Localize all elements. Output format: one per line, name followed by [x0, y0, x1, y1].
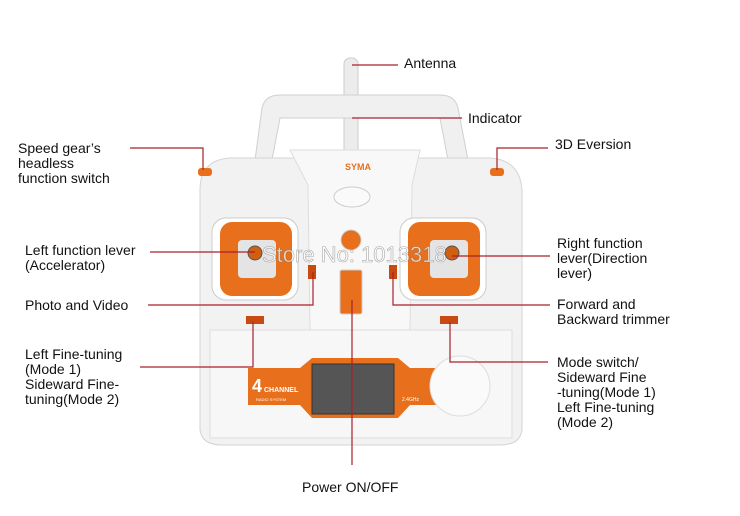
lcd-screen — [311, 363, 395, 415]
right-fine-tune — [440, 316, 458, 324]
label-indicator: Indicator — [468, 110, 522, 126]
watermark: Store No: 1013318 — [262, 242, 447, 267]
left-fine-tune — [246, 316, 264, 324]
label-power: Power ON/OFF — [302, 479, 399, 495]
frequency-text: 2.4GHz — [402, 397, 419, 403]
leader-3d-eversion — [496, 147, 548, 170]
indicator-light — [333, 186, 371, 208]
mode-switch-dial — [429, 355, 491, 417]
leader-photo-video — [148, 272, 314, 306]
channel-number: 4 — [252, 376, 262, 396]
label-speed-gear: Speed gear’s headless function switch — [18, 140, 110, 186]
label-photo-video: Photo and Video — [25, 297, 129, 313]
right-function-lever — [444, 245, 460, 261]
leader-trimmer — [392, 272, 550, 306]
speed-gear-switch — [198, 168, 212, 176]
left-function-lever — [247, 245, 263, 261]
label-left-lever: Left function lever (Accelerator) — [25, 242, 136, 273]
leader-left-fine — [140, 322, 254, 368]
photo-video-button — [308, 265, 316, 279]
power-switch — [339, 269, 363, 315]
label-left-fine: Left Fine-tuning (Mode 1) Sideward Fine-… — [25, 346, 123, 407]
leader-lines — [130, 64, 550, 465]
center-button — [340, 229, 362, 251]
label-mode-switch: Mode switch/ Sideward Fine -tuning(Mode … — [557, 354, 656, 430]
label-right-lever: Right function lever(Direction lever) — [557, 235, 648, 281]
label-antenna: Antenna — [404, 55, 457, 71]
leader-speed-gear — [130, 147, 204, 170]
brand-logo: SYMA — [345, 162, 372, 172]
radio-text: RADIO SYSTEM — [256, 397, 286, 402]
label-3d-eversion: 3D Eversion — [555, 136, 632, 152]
leader-mode-switch — [449, 322, 548, 363]
label-trimmer: Forward and Backward trimmer — [557, 296, 670, 327]
channel-text: CHANNEL — [264, 387, 299, 394]
3d-eversion-button — [490, 168, 504, 176]
